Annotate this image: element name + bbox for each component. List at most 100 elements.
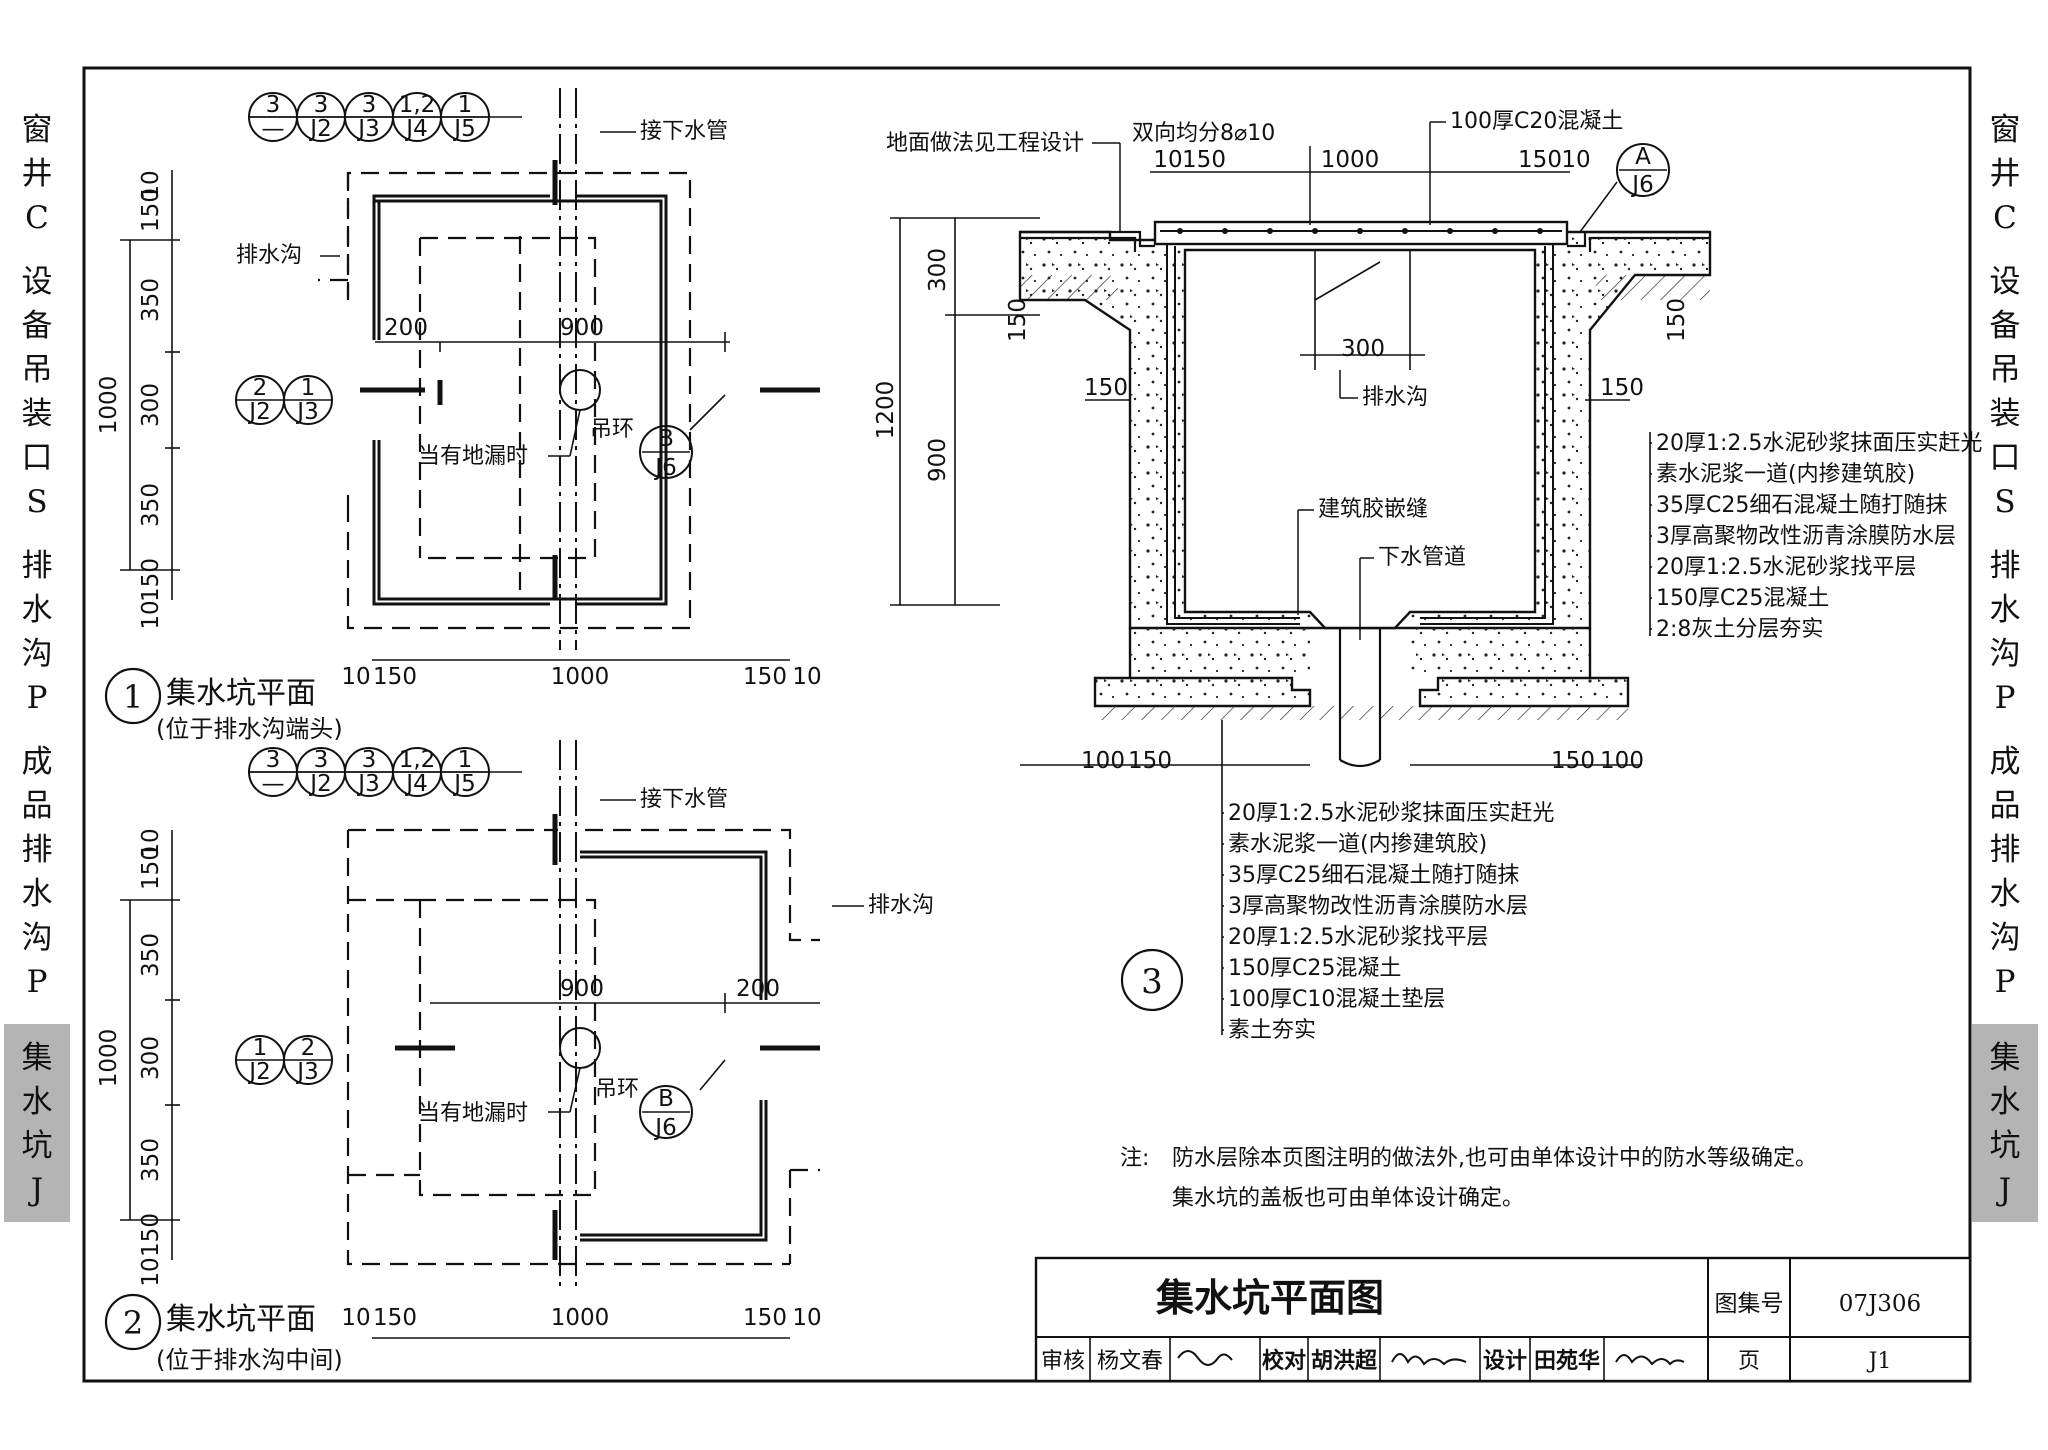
svg-text:田苑华: 田苑华 <box>1534 1348 1600 1374</box>
svg-text:150: 150 <box>1005 298 1031 342</box>
side-tab-char: J <box>30 1172 44 1208</box>
section-3-bottom-layers: 20厚1:2.5水泥砂浆抹面压实赶光素水泥浆一道(内掺建筑胶)35厚C25细石混… <box>1222 801 1554 1043</box>
svg-text:150: 150 <box>1518 147 1562 173</box>
plan-1-section-marks <box>360 160 820 600</box>
layer-label: 20厚1:2.5水泥砂浆抹面压实赶光 <box>1656 431 1982 456</box>
layer-label: 20厚1:2.5水泥砂浆抹面压实赶光 <box>1228 801 1554 826</box>
bubble-top-text: 2 <box>301 1035 316 1061</box>
svg-text:100: 100 <box>1600 748 1644 774</box>
svg-text:150: 150 <box>373 664 417 690</box>
svg-text:150: 150 <box>1664 298 1690 342</box>
side-tab-char: 井 <box>21 156 53 192</box>
side-reference-bubble: 2J3 <box>283 1035 333 1085</box>
bubble-top-text: 2 <box>253 375 268 401</box>
svg-text:(位于排水沟端头): (位于排水沟端头) <box>156 715 343 743</box>
side-tab-char: 排 <box>1989 832 2021 868</box>
svg-text:图集号: 图集号 <box>1715 1291 1784 1317</box>
svg-text:B: B <box>658 1086 674 1112</box>
svg-text:350: 350 <box>138 933 164 977</box>
svg-text:集水坑平面图: 集水坑平面图 <box>1155 1276 1384 1320</box>
svg-text:300: 300 <box>138 1036 164 1080</box>
side-tab-char: S <box>26 484 48 520</box>
side-tab-char: 备 <box>21 308 53 344</box>
side-tab-char: 水 <box>21 1084 53 1120</box>
section-3: 300 150 150 1200 900 150 150 300 10 150 … <box>873 109 1982 1043</box>
bubble-top-text: 3 <box>266 92 281 118</box>
side-tab-char: 品 <box>1989 788 2021 824</box>
bubble-bottom-text: J3 <box>295 399 318 425</box>
title-block: 集水坑平面图 图集号 07J306 审核 杨文春 校对 胡洪超 设计 田苑华 页… <box>1034 1256 1972 1383</box>
layer-label: 3厚高聚物改性沥青涂膜防水层 <box>1228 894 1528 919</box>
svg-text:10: 10 <box>1561 147 1590 173</box>
side-tab-char: 水 <box>1989 876 2021 912</box>
side-tab-char: 水 <box>1989 592 2021 628</box>
bubble-top-text: 1 <box>253 1035 268 1061</box>
layer-label: 素水泥浆一道(内掺建筑胶) <box>1228 832 1487 857</box>
layer-label: 100厚C10混凝土垫层 <box>1228 987 1445 1012</box>
svg-text:10: 10 <box>138 828 164 857</box>
plan-1-inner-wall <box>372 194 668 606</box>
svg-text:1000: 1000 <box>1321 147 1380 173</box>
bubble-top-text: 3 <box>314 92 329 118</box>
svg-text:当有地漏时: 当有地漏时 <box>418 444 528 469</box>
svg-text:胡洪超: 胡洪超 <box>1311 1349 1378 1374</box>
svg-text:900: 900 <box>925 438 951 482</box>
svg-text:300: 300 <box>138 383 164 427</box>
side-tab-char: J <box>1998 1172 2012 1208</box>
bubble-top-text: 1 <box>458 747 473 773</box>
bubble-top-text: 1,2 <box>399 92 436 118</box>
svg-text:10: 10 <box>792 664 821 690</box>
side-tab-char: 成 <box>1989 744 2021 780</box>
bubble-bottom-text: J5 <box>452 116 475 142</box>
side-tab-char: 沟 <box>1989 920 2021 956</box>
svg-text:150: 150 <box>743 1305 787 1331</box>
svg-text:设计: 设计 <box>1483 1349 1527 1374</box>
svg-text:杨文春: 杨文春 <box>1097 1349 1163 1374</box>
svg-text:200: 200 <box>384 315 428 341</box>
svg-text:10: 10 <box>138 1257 164 1286</box>
svg-text:排水沟: 排水沟 <box>1362 385 1428 410</box>
svg-text:2: 2 <box>123 1304 143 1342</box>
side-tab-char: 设 <box>21 264 53 300</box>
svg-text:A: A <box>1635 144 1651 170</box>
side-tab-char: 品 <box>21 788 53 824</box>
bubble-bottom-text: — <box>262 116 285 142</box>
bubble-bottom-text: J3 <box>356 771 379 797</box>
side-tab-char: 集 <box>1989 1040 2021 1076</box>
side-tab-char: 排 <box>21 832 53 868</box>
svg-text:吊环: 吊环 <box>595 1077 639 1102</box>
svg-text:排水沟: 排水沟 <box>868 893 934 918</box>
plan-1-dims <box>120 170 790 661</box>
note: 注: 防水层除本页图注明的做法外,也可由单体设计中的防水等级确定。 集水坑的盖板… <box>1120 1146 1817 1211</box>
bubble-bottom-text: J5 <box>452 771 475 797</box>
svg-text:200: 200 <box>736 976 780 1002</box>
layer-label: 150厚C25混凝土 <box>1656 586 1829 611</box>
svg-text:150: 150 <box>1182 147 1226 173</box>
side-tab-char: P <box>1994 964 2016 1000</box>
svg-text:J6: J6 <box>653 455 676 481</box>
side-tab-char: 备 <box>1989 308 2021 344</box>
plan-2-outline <box>346 828 820 1266</box>
side-tab-char: 设 <box>1989 264 2021 300</box>
side-reference-bubble: 2J2 <box>235 375 285 425</box>
side-tab-char: 口 <box>1989 440 2021 476</box>
side-tab-char: P <box>1994 680 2016 716</box>
svg-text:150: 150 <box>1084 375 1128 401</box>
side-tab-char: P <box>26 680 48 716</box>
svg-text:页: 页 <box>1738 1349 1760 1374</box>
svg-text:150: 150 <box>1551 748 1595 774</box>
svg-text:当有地漏时: 当有地漏时 <box>418 1101 528 1126</box>
svg-text:J6: J6 <box>653 1115 676 1141</box>
svg-text:1: 1 <box>123 678 143 716</box>
side-tab-char: C <box>1993 200 2017 236</box>
side-tab-char: 窗 <box>1989 112 2021 148</box>
side-reference-bubble: 1J3 <box>283 375 333 425</box>
bubble-bottom-text: J3 <box>295 1059 318 1085</box>
svg-text:300: 300 <box>925 248 951 292</box>
